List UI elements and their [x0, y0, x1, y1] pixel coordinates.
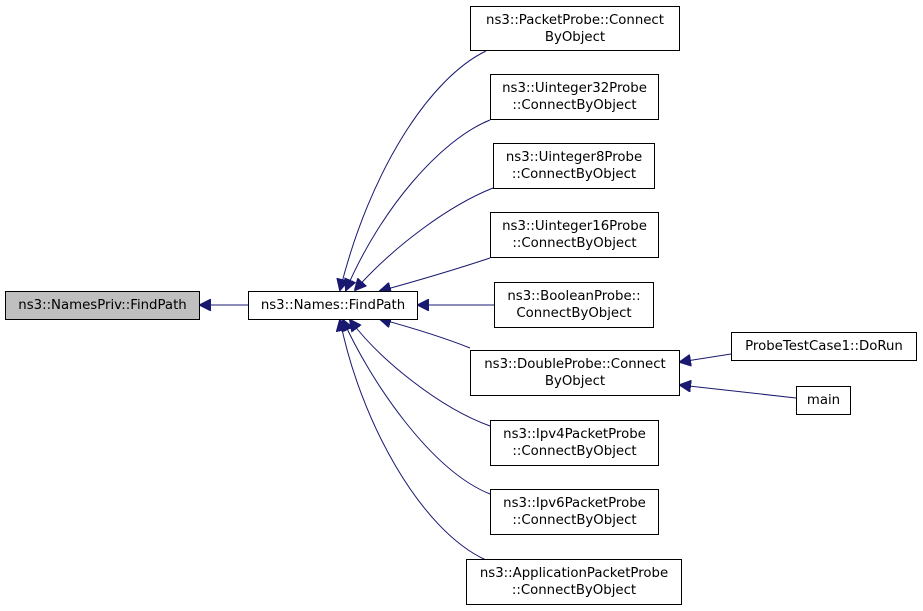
- node-label-line-1: ns3::Uinteger32Probe: [502, 81, 647, 96]
- names-findpath-node[interactable]: ns3::Names::FindPath: [248, 291, 418, 320]
- node-label-line-1: ns3::Uinteger16Probe: [502, 219, 647, 234]
- edge-doubleprobe-to-names-findpath: [380, 319, 471, 349]
- node-label: ns3::Names::FindPath: [260, 298, 406, 313]
- booleanprobe-connectbyobject-node[interactable]: ns3::BooleanProbe:: ConnectByObject: [494, 282, 654, 328]
- applicationpacketprobe-connectbyobject-node[interactable]: ns3::ApplicationPacketProbe ::ConnectByO…: [466, 559, 682, 605]
- node-label-line-2: ::ConnectByObject: [511, 583, 637, 598]
- node-label: main: [806, 393, 841, 408]
- node-label-line-2: ::ConnectByObject: [512, 444, 637, 459]
- edge-probetestcase1-dorun-to-doubleprobe: [680, 353, 732, 362]
- node-label-line-2: ::ConnectByObject: [512, 236, 637, 251]
- packetprobe-connectbyobject-node[interactable]: ns3::PacketProbe::Connect ByObject: [470, 6, 680, 51]
- doubleprobe-connectbyobject-node[interactable]: ns3::DoubleProbe::Connect ByObject: [470, 350, 680, 396]
- ipv6packetprobe-connectbyobject-node[interactable]: ns3::Ipv6PacketProbe ::ConnectByObject: [490, 489, 659, 535]
- main-node[interactable]: main: [796, 386, 851, 415]
- node-label-line-1: ns3::DoubleProbe::Connect: [484, 357, 666, 372]
- node-label-line-1: ns3::Ipv4PacketProbe: [503, 427, 646, 442]
- edge-main-to-doubleprobe: [680, 385, 797, 399]
- ipv4packetprobe-connectbyobject-node[interactable]: ns3::Ipv4PacketProbe ::ConnectByObject: [490, 420, 659, 466]
- probetestcase1-dorun-node[interactable]: ProbeTestCase1::DoRun: [731, 332, 917, 361]
- node-label-line-1: ns3::Uinteger8Probe: [505, 150, 643, 165]
- edge-uinteger16probe-to-names-findpath: [380, 257, 491, 291]
- edge-uinteger32probe-to-names-findpath: [346, 119, 491, 290]
- edge-packetprobe-to-names-findpath: [340, 50, 487, 290]
- node-label-line-1: ns3::Ipv6PacketProbe: [503, 496, 646, 511]
- edge-applicationpacketprobe-to-names-findpath: [340, 320, 487, 561]
- node-label-line-2: ConnectByObject: [516, 306, 632, 321]
- edge-uinteger8probe-to-names-findpath: [355, 187, 494, 290]
- node-label-line-2: ::ConnectByObject: [511, 167, 637, 182]
- edge-ipv4packetprobe-to-names-findpath: [350, 320, 491, 427]
- node-label-line-2: ::ConnectByObject: [512, 513, 637, 528]
- uinteger16probe-connectbyobject-node[interactable]: ns3::Uinteger16Probe ::ConnectByObject: [490, 212, 659, 258]
- node-label: ns3::NamesPriv::FindPath: [18, 298, 187, 313]
- edge-ipv6packetprobe-to-names-findpath: [343, 320, 491, 495]
- uinteger32probe-connectbyobject-node[interactable]: ns3::Uinteger32Probe ::ConnectByObject: [490, 74, 659, 120]
- namespriv-findpath-node[interactable]: ns3::NamesPriv::FindPath: [5, 291, 200, 320]
- node-label-line-2: ::ConnectByObject: [512, 98, 637, 113]
- node-label-line-2: ByObject: [544, 29, 606, 45]
- node-label-line-1: ns3::ApplicationPacketProbe: [479, 566, 669, 581]
- node-label: ProbeTestCase1::DoRun: [745, 339, 903, 354]
- uinteger8probe-connectbyobject-node[interactable]: ns3::Uinteger8Probe ::ConnectByObject: [493, 143, 655, 189]
- node-label-line-1: ns3::BooleanProbe::: [507, 289, 641, 304]
- node-label-line-2: ByObject: [544, 374, 606, 389]
- node-label-line-1: ns3::PacketProbe::Connect: [486, 12, 664, 28]
